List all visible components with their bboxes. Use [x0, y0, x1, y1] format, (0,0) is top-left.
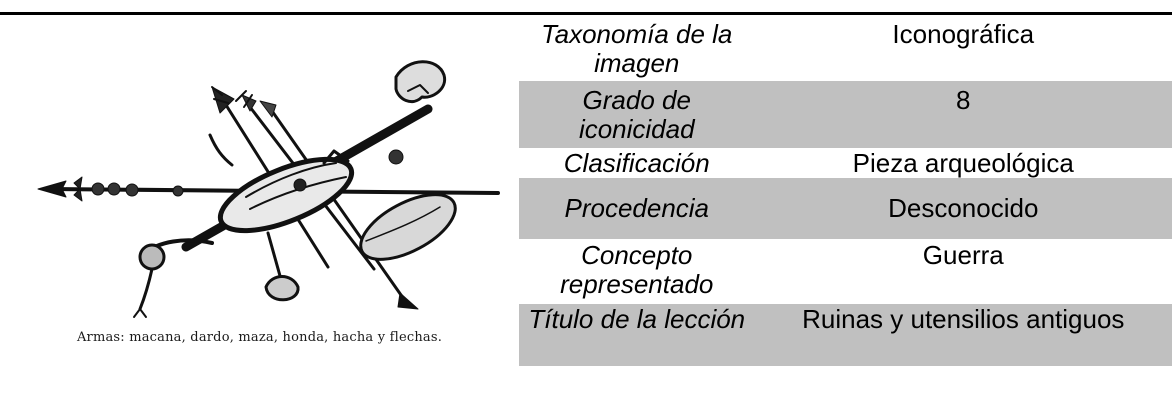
row-label: Concepto representado [519, 239, 755, 304]
row-value: Desconocido [754, 178, 1172, 239]
top-rule [0, 12, 1172, 15]
row-value: Pieza arqueológica [754, 148, 1172, 178]
image-info-table: Taxonomía de la imagen Iconográfica Grad… [519, 15, 1172, 366]
row-label: Taxonomía de la imagen [519, 15, 755, 81]
weapons-illustration [37, 60, 500, 318]
row-label: Título de la lección [519, 304, 755, 366]
row-value: Iconográfica [754, 15, 1172, 81]
table-row: Clasificación Pieza arqueológica [519, 148, 1172, 178]
table-row: Concepto representado Guerra [519, 239, 1172, 304]
row-value: Ruinas y utensilios antiguos [754, 304, 1172, 366]
table-row: Taxonomía de la imagen Iconográfica [519, 15, 1172, 81]
table-row: Grado de iconicidad 8 [519, 81, 1172, 148]
row-label: Clasificación [519, 148, 755, 178]
figure: Armas: macana, dardo, maza, honda, hacha… [0, 15, 519, 417]
table-row: Procedencia Desconocido [519, 178, 1172, 239]
row-label: Procedencia [519, 178, 755, 239]
figure-caption: Armas: macana, dardo, maza, honda, hacha… [76, 330, 443, 345]
table-row: Título de la lección Ruinas y utensilios… [519, 304, 1172, 366]
row-value: Guerra [754, 239, 1172, 304]
row-value: 8 [754, 81, 1172, 148]
row-label: Grado de iconicidad [519, 81, 755, 148]
